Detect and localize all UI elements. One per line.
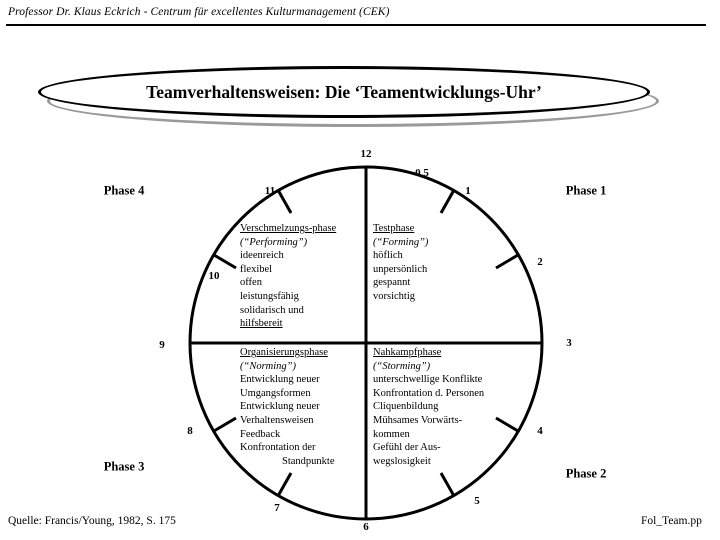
quadrant-norming-item-3: Verhaltensweisen <box>240 414 314 426</box>
quadrant-storming-item-1: Konfrontation d. Personen <box>373 387 485 399</box>
clock-tick-4 <box>495 416 519 433</box>
quadrant-norming-subtitle: (“Norming”) <box>240 360 297 372</box>
phase-label-2: Phase 2 <box>565 466 607 481</box>
clock-number-0-5: 0,5 <box>415 167 429 179</box>
quadrant-norming: Organisierungsphase (“Norming”) Entwickl… <box>240 346 335 468</box>
file-name-label: Fol_Team.pp <box>641 515 702 527</box>
phase-label-3: Phase 3 <box>103 459 145 474</box>
quadrant-performing-title: Verschmelzungs-phase <box>240 223 337 234</box>
quadrant-storming-item-5: Gefühl der Aus- <box>373 442 441 454</box>
quadrant-performing: Verschmelzungs-phase (“Performing”) idee… <box>240 222 336 331</box>
quadrant-performing-item-1: flexibel <box>240 263 273 275</box>
quadrant-forming-item-3: vorsichtig <box>373 290 415 302</box>
clock-number-10: 10 <box>208 270 220 282</box>
quadrant-performing-item-5: hilfsbereit <box>240 318 283 330</box>
clock-tick-5 <box>439 472 456 497</box>
slide-header-text: Professor Dr. Klaus Eckrich - Centrum fü… <box>8 6 390 18</box>
title-banner: Teamverhaltensweisen: Die ‘Teamentwicklu… <box>38 66 668 128</box>
quadrant-norming-title: Organisierungsphase <box>240 347 328 358</box>
clock-number-3: 3 <box>566 337 572 349</box>
header-divider-rule <box>6 24 706 26</box>
quadrant-storming-item-3: Mühsames Vorwärts- <box>373 414 463 426</box>
quadrant-storming-subtitle: (“Storming”) <box>373 360 431 372</box>
clock-number-5: 5 <box>474 495 480 507</box>
clock-tick-1 <box>439 189 456 214</box>
clock-tick-2 <box>495 253 519 270</box>
quadrant-storming-item-2: Cliquenbildung <box>373 401 439 413</box>
clock-number-4: 4 <box>537 425 543 437</box>
quadrant-forming-title: Testphase <box>373 223 415 234</box>
quadrant-forming: Testphase (“Forming”) höflich unpersönli… <box>373 222 428 304</box>
quadrant-norming-item-2: Entwicklung neuer <box>240 401 320 413</box>
quadrant-forming-item-1: unpersönlich <box>373 263 428 275</box>
source-citation: Quelle: Francis/Young, 1982, S. 175 <box>8 515 176 527</box>
quadrant-storming-item-0: unterschwellige Konflikte <box>373 374 483 386</box>
quadrant-storming-title: Nahkampfphase <box>373 347 442 358</box>
quadrant-forming-subtitle: (“Forming”) <box>373 236 429 248</box>
clock-number-2: 2 <box>537 256 543 268</box>
quadrant-storming-item-6: wegslosigkeit <box>373 455 431 467</box>
clock-number-8: 8 <box>187 425 193 437</box>
phase-label-4: Phase 4 <box>103 183 145 198</box>
quadrant-norming-item-0: Entwicklung neuer <box>240 374 320 386</box>
clock-tick-11 <box>276 189 293 214</box>
clock-tick-10 <box>213 253 237 270</box>
clock-tick-7 <box>276 472 293 497</box>
clock-number-9: 9 <box>159 339 165 351</box>
quadrant-norming-item-1: Umgangsformen <box>240 387 311 399</box>
title-ellipse-outline <box>38 66 650 118</box>
quadrant-forming-item-2: gespannt <box>373 277 411 289</box>
quadrant-performing-item-0: ideenreich <box>240 250 284 262</box>
quadrant-norming-item-5: Konfrontation der <box>240 442 316 454</box>
quadrant-performing-item-2: offen <box>240 277 262 289</box>
quadrant-forming-item-0: höflich <box>373 250 403 262</box>
clock-number-11: 11 <box>264 185 276 197</box>
phase-label-1: Phase 1 <box>565 183 607 198</box>
quadrant-storming-item-4: kommen <box>373 428 410 440</box>
clock-number-6: 6 <box>363 521 369 533</box>
clock-number-12: 12 <box>360 148 372 160</box>
page-title: Teamverhaltensweisen: Die ‘Teamentwicklu… <box>146 81 542 102</box>
quadrant-norming-item-4: Feedback <box>240 428 281 440</box>
quadrant-performing-item-4: solidarisch und <box>240 304 304 316</box>
quadrant-performing-item-3: leistungsfähig <box>240 290 299 302</box>
quadrant-norming-item-6: Standpunkte <box>282 455 335 467</box>
quadrant-storming: Nahkampfphase (“Storming”) unterschwelli… <box>373 346 484 468</box>
quadrant-performing-subtitle: (“Performing”) <box>240 236 308 248</box>
clock-tick-8 <box>213 416 237 433</box>
clock-number-7: 7 <box>274 502 280 514</box>
clock-number-1: 1 <box>465 185 471 197</box>
